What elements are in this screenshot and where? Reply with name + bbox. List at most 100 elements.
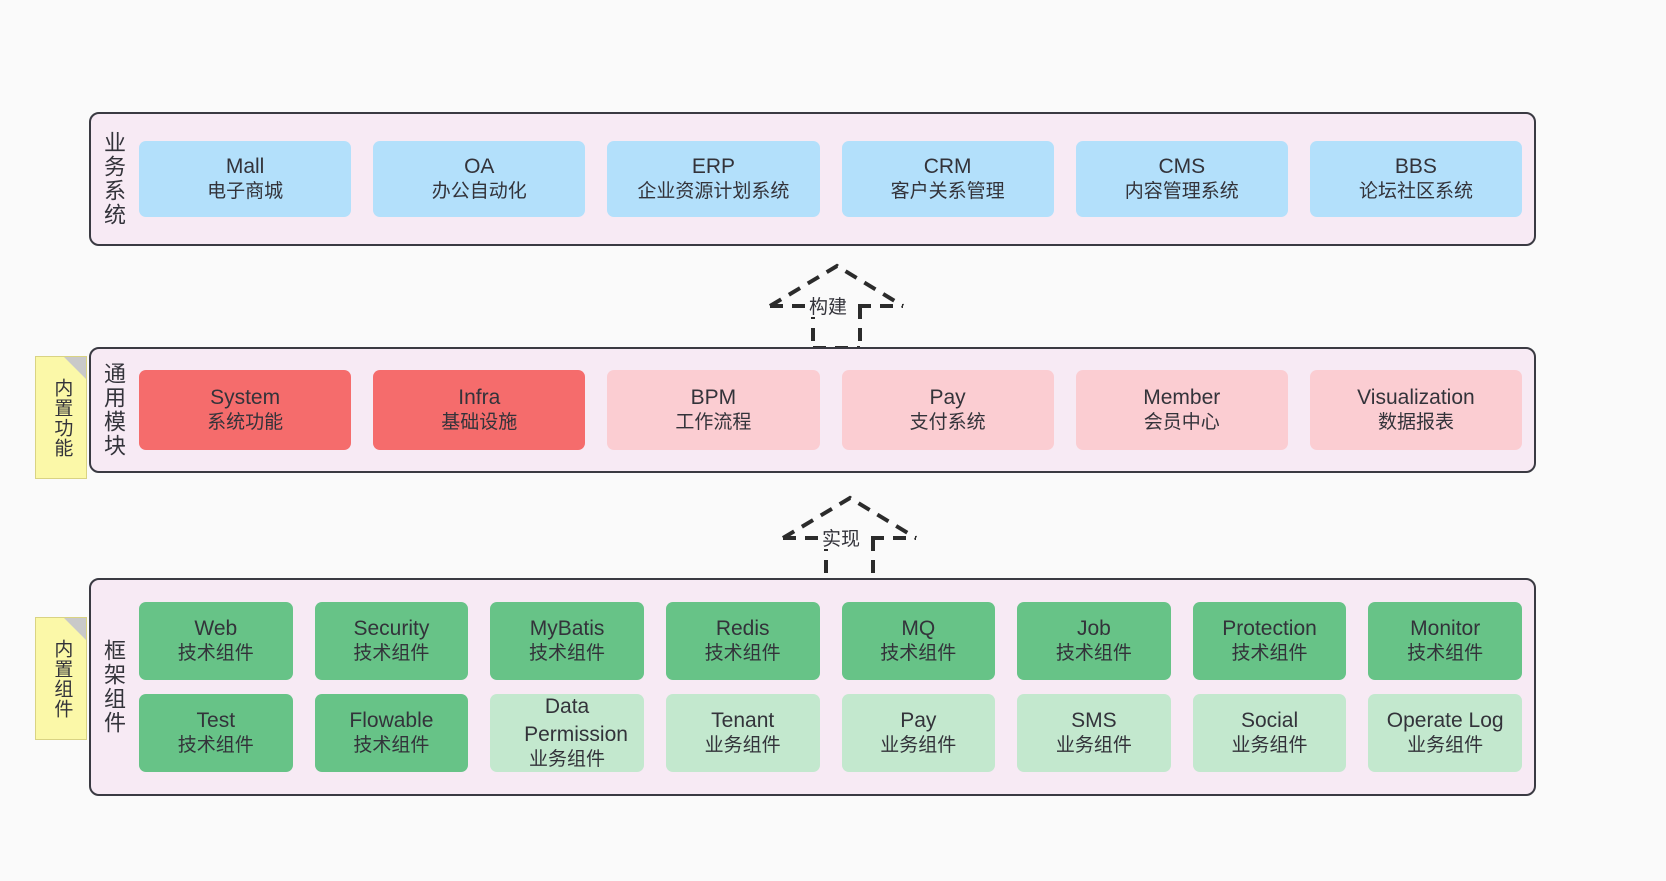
card-operate-log-cn: 业务组件 [1407,735,1484,757]
card-bpm-en: BPM [690,386,737,409]
card-mq-cn: 技术组件 [880,643,957,665]
card-pay-module-cn: 支付系统 [909,412,986,434]
card-pay-component-cn: 业务组件 [880,735,957,757]
panel-business-systems-label: 业务系统 [100,131,126,227]
card-tenant-en: Tenant [711,709,775,732]
card-tenant-cn: 业务组件 [704,735,781,757]
card-infra-en: Infra [458,386,501,409]
card-mybatis-en: MyBatis [529,617,605,640]
card-bpm[interactable]: BPM 工作流程 [607,370,820,450]
card-cms-cn: 内容管理系统 [1124,181,1239,203]
card-test-cn: 技术组件 [177,735,254,757]
card-pay-component-en: Pay [900,709,937,732]
panel-business-systems: 业务系统 Mall 电子商城 OA 办公自动化 ERP 企业资源计划系统 CRM… [89,112,1536,246]
card-member[interactable]: Member 会员中心 [1075,370,1288,450]
card-bbs-cn: 论坛社区系统 [1358,181,1473,203]
card-monitor-en: Monitor [1410,617,1481,640]
card-erp[interactable]: ERP 企业资源计划系统 [607,141,820,217]
card-job-cn: 技术组件 [1055,643,1132,665]
card-job[interactable]: Job 技术组件 [1017,602,1171,680]
panel-common-modules-body: System 系统功能 Infra 基础设施 BPM 工作流程 Pay 支付系统… [135,349,1534,471]
card-mybatis-cn: 技术组件 [529,643,606,665]
card-redis[interactable]: Redis 技术组件 [665,602,820,680]
panel-framework-components-body: Web 技术组件 Security 技术组件 MyBatis 技术组件 Redi… [135,580,1534,794]
card-visualization-cn: 数据报表 [1377,412,1454,434]
card-mq-en: MQ [901,617,936,640]
note-fold-corner-icon [64,357,86,379]
panel-common-modules-label: 通用模块 [100,362,126,458]
card-flowable-cn: 技术组件 [353,735,430,757]
card-mq[interactable]: MQ 技术组件 [841,602,996,680]
panel-common-modules: 通用模块 System 系统功能 Infra 基础设施 BPM 工作流程 Pay… [89,347,1536,473]
panel-framework-components-label: 框架组件 [100,639,126,735]
card-cms-en: CMS [1158,155,1206,178]
card-erp-cn: 企业资源计划系统 [637,181,790,203]
card-sms[interactable]: SMS 业务组件 [1017,694,1171,772]
card-sms-en: SMS [1071,709,1117,732]
card-visualization[interactable]: Visualization 数据报表 [1309,370,1523,450]
card-member-cn: 会员中心 [1143,412,1220,434]
card-protection-en: Protection [1222,617,1317,640]
card-security-cn: 技术组件 [353,643,430,665]
builtin-features-note-text: 内置功能 [51,377,73,458]
card-crm[interactable]: CRM 客户关系管理 [841,141,1054,217]
card-mybatis[interactable]: MyBatis 技术组件 [490,602,644,680]
card-infra-cn: 基础设施 [441,412,518,434]
card-mall-en: Mall [225,155,265,178]
builtin-features-note: 内置功能 [35,356,87,479]
card-test[interactable]: Test 技术组件 [139,694,293,772]
card-social-cn: 业务组件 [1231,735,1308,757]
card-system-cn: 系统功能 [207,412,284,434]
card-bbs-en: BBS [1394,155,1437,178]
card-member-en: Member [1143,386,1221,409]
builtin-components-note: 内置组件 [35,617,87,740]
card-infra[interactable]: Infra 基础设施 [373,370,586,450]
note-fold-corner-icon [64,618,86,640]
card-oa[interactable]: OA 办公自动化 [373,141,586,217]
card-security-en: Security [353,617,430,640]
card-redis-en: Redis [715,617,770,640]
card-web-cn: 技术组件 [177,643,254,665]
card-pay-module-en: Pay [929,386,966,409]
card-visualization-en: Visualization [1357,386,1475,409]
card-redis-cn: 技术组件 [704,643,781,665]
card-job-en: Job [1077,617,1111,640]
card-tenant[interactable]: Tenant 业务组件 [665,694,820,772]
card-operate-log-en: Operate Log [1386,709,1504,732]
card-monitor[interactable]: Monitor 技术组件 [1368,602,1522,680]
card-monitor-cn: 技术组件 [1407,643,1484,665]
panel-business-systems-body: Mall 电子商城 OA 办公自动化 ERP 企业资源计划系统 CRM 客户关系… [135,114,1534,244]
card-operate-log[interactable]: Operate Log 业务组件 [1368,694,1522,772]
card-bpm-cn: 工作流程 [675,412,752,434]
build-connector-label: 构建 [806,298,851,317]
card-security[interactable]: Security 技术组件 [314,602,469,680]
framework-business-row: Test 技术组件 Flowable 技术组件 Data Permission … [139,694,1522,772]
card-data-permission[interactable]: Data Permission 业务组件 [490,694,644,772]
card-test-en: Test [196,709,236,732]
card-protection[interactable]: Protection 技术组件 [1192,602,1347,680]
panel-framework-components: 框架组件 Web 技术组件 Security 技术组件 MyBatis 技术组件… [89,578,1536,796]
card-data-permission-cn: 业务组件 [529,748,606,770]
card-sms-cn: 业务组件 [1055,735,1132,757]
card-crm-cn: 客户关系管理 [890,181,1005,203]
card-system[interactable]: System 系统功能 [139,370,352,450]
card-pay-component[interactable]: Pay 业务组件 [841,694,996,772]
build-connector: 构建 [755,258,915,350]
card-bbs[interactable]: BBS 论坛社区系统 [1309,141,1523,217]
framework-tech-row: Web 技术组件 Security 技术组件 MyBatis 技术组件 Redi… [139,602,1522,680]
common-modules-row: System 系统功能 Infra 基础设施 BPM 工作流程 Pay 支付系统… [139,370,1523,450]
card-system-en: System [210,386,281,409]
card-social[interactable]: Social 业务组件 [1192,694,1347,772]
card-mall[interactable]: Mall 电子商城 [139,141,352,217]
card-cms[interactable]: CMS 内容管理系统 [1075,141,1288,217]
card-oa-cn: 办公自动化 [431,181,527,203]
card-oa-en: OA [464,155,495,178]
card-flowable[interactable]: Flowable 技术组件 [314,694,469,772]
card-erp-en: ERP [691,155,736,178]
card-web[interactable]: Web 技术组件 [139,602,293,680]
card-data-permission-en: Data Permission [524,695,628,746]
card-pay-module[interactable]: Pay 支付系统 [841,370,1054,450]
implement-connector-label: 实现 [819,530,864,549]
card-protection-cn: 技术组件 [1231,643,1308,665]
